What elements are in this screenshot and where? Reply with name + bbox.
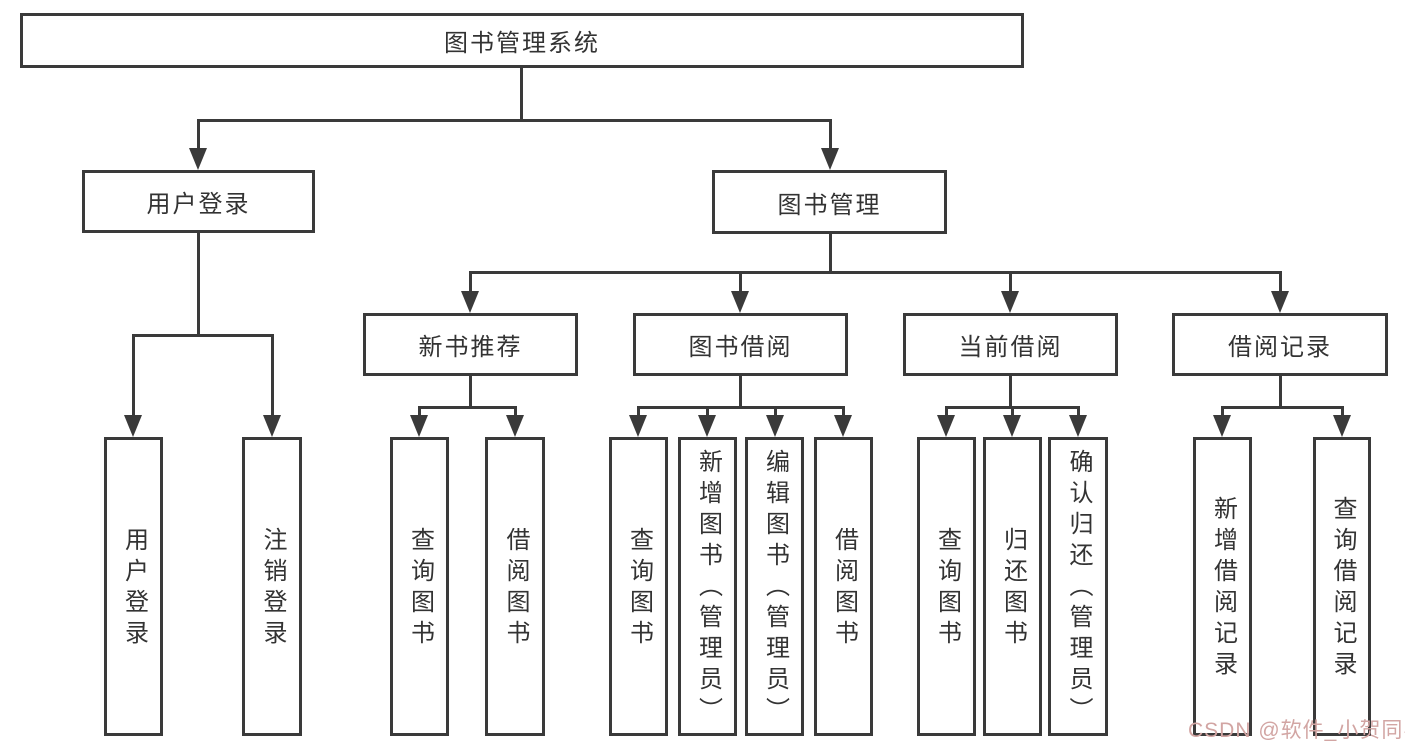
node-book-management: 图书管理: [712, 170, 947, 234]
leaf-borrow-books-2: 借阅图书: [814, 437, 873, 736]
arrow-v11: [1069, 415, 1087, 437]
arrow-records: [1271, 291, 1289, 313]
arrow-v12: [1213, 415, 1231, 437]
connector-drop-v13: [1341, 406, 1344, 417]
connector-records-bus: [1221, 406, 1344, 409]
connector-drop-v11: [1077, 406, 1080, 417]
node-book-borrowing: 图书借阅: [633, 313, 848, 376]
leaf-add-borrow-record: 新增借阅记录: [1193, 437, 1252, 736]
arrow-v3: [410, 415, 428, 437]
connector-drop-v4: [514, 406, 517, 417]
connector-book-mgmt-bus: [469, 271, 1281, 274]
leaf-query-books-2: 查询图书: [609, 437, 668, 736]
arrow-v10: [1003, 415, 1021, 437]
connector-root-bus: [197, 119, 831, 122]
leaf-borrow-books-1: 借阅图书: [485, 437, 545, 736]
node-borrowing-records: 借阅记录: [1172, 313, 1388, 376]
connector-current-stem: [1009, 376, 1012, 409]
arrow-v2: [263, 415, 281, 437]
connector-drop-v12: [1221, 406, 1224, 417]
leaf-user-login: 用户登录: [104, 437, 163, 736]
leaf-edit-books-admin: 编辑图书（管理员）: [745, 437, 804, 736]
connector-drop-v3: [418, 406, 421, 417]
connector-borrowing-bus: [637, 406, 845, 409]
arrow-v9: [937, 415, 955, 437]
connector-root-stem: [520, 68, 523, 122]
arrow-v1: [124, 415, 142, 437]
arrow-new-book: [461, 291, 479, 313]
node-user-login: 用户登录: [82, 170, 315, 233]
leaf-return-books: 归还图书: [983, 437, 1042, 736]
connector-user-login-bus: [132, 334, 273, 337]
connector-new-book-bus: [418, 406, 517, 409]
connector-new-book-stem: [469, 376, 472, 409]
arrow-borrowing: [731, 291, 749, 313]
arrow-v13: [1333, 415, 1351, 437]
connector-drop-v9: [945, 406, 948, 417]
connector-drop-v2: [271, 334, 274, 417]
leaf-add-books-admin: 新增图书（管理员）: [678, 437, 737, 736]
leaf-query-borrow-record: 查询借阅记录: [1313, 437, 1371, 736]
arrow-v4: [506, 415, 524, 437]
arrow-v8: [834, 415, 852, 437]
connector-drop-v7: [774, 406, 777, 417]
node-root-system: 图书管理系统: [20, 13, 1024, 68]
connector-drop-v1: [132, 334, 135, 417]
connector-drop-records: [1279, 271, 1282, 293]
node-new-book-recommend: 新书推荐: [363, 313, 578, 376]
connector-drop-current: [1009, 271, 1012, 293]
connector-drop-new-book: [469, 271, 472, 293]
connector-records-stem: [1279, 376, 1282, 409]
arrow-v5: [629, 415, 647, 437]
connector-drop-borrowing: [739, 271, 742, 293]
leaf-query-books-1: 查询图书: [390, 437, 449, 736]
connector-drop-user-login: [197, 119, 200, 150]
leaf-query-books-3: 查询图书: [917, 437, 976, 736]
connector-user-login-stem: [197, 233, 200, 337]
node-current-borrowing: 当前借阅: [903, 313, 1118, 376]
arrow-user-login: [189, 148, 207, 170]
leaf-confirm-return-admin: 确认归还（管理员）: [1048, 437, 1108, 736]
connector-drop-book-mgmt: [829, 119, 832, 150]
connector-book-mgmt-stem: [829, 234, 832, 274]
leaf-logout: 注销登录: [242, 437, 302, 736]
arrow-book-mgmt: [821, 148, 839, 170]
connector-drop-v6: [706, 406, 709, 417]
arrow-v7: [766, 415, 784, 437]
connector-drop-v8: [842, 406, 845, 417]
arrow-current: [1001, 291, 1019, 313]
connector-drop-v10: [1011, 406, 1014, 417]
csdn-watermark: CSDN @软件_小贺同学: [1188, 719, 1405, 742]
connector-borrowing-stem: [739, 376, 742, 409]
arrow-v6: [698, 415, 716, 437]
connector-drop-v5: [637, 406, 640, 417]
